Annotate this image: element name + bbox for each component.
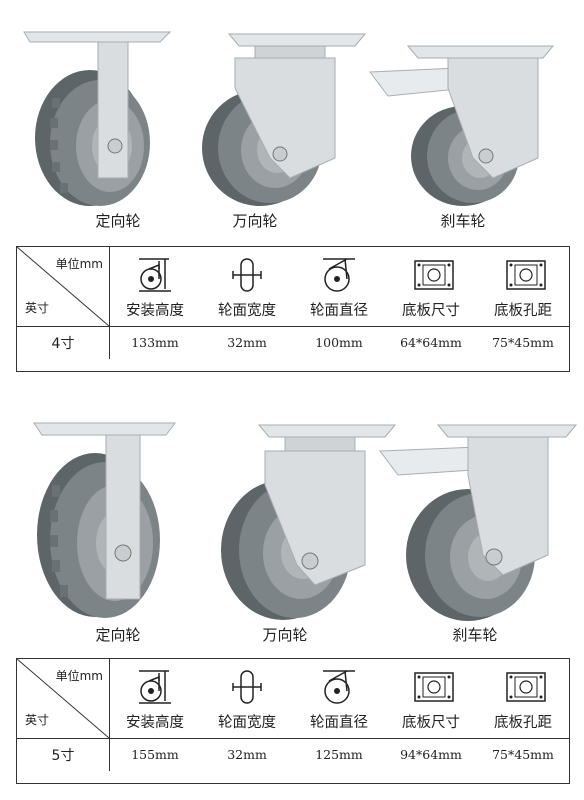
- wheel-diameter-icon: [323, 258, 355, 292]
- unit-label: 单位mm: [55, 257, 103, 271]
- fixed-caster-image: [20, 28, 180, 212]
- wheel-diameter-icon: [323, 670, 355, 704]
- value-hole-spacing: 75*45mm: [492, 747, 554, 762]
- header-label: 轮面直径: [310, 303, 368, 319]
- value-install-height: 133mm: [131, 335, 179, 350]
- header-plate-size: 底板尺寸: [385, 247, 477, 326]
- header-label: 底板孔距: [494, 715, 552, 731]
- caster-label-fixed: 定向轮: [95, 212, 141, 230]
- section-4inch: 定向轮 万向轮 刹车轮: [0, 0, 584, 380]
- section-5inch: 定向轮 万向轮 刹车轮 单位mm: [0, 410, 584, 800]
- wheel-width-icon: [232, 258, 262, 292]
- inch-label: 英寸: [25, 713, 50, 727]
- header-hole-spacing: 底板孔距: [477, 247, 569, 326]
- spec-table-5inch: 单位mm 英寸 安装高度 轮面宽度: [16, 658, 570, 784]
- unit-label: 单位mm: [55, 669, 103, 683]
- value-hole-spacing: 75*45mm: [492, 335, 554, 350]
- spec-header-row: 单位mm 英寸 安装高度 轮面宽度: [17, 247, 569, 327]
- caster-label-brake: 刹车轮: [452, 626, 498, 644]
- header-wheel-width: 轮面宽度: [201, 659, 293, 738]
- spec-value-row: 4寸 133mm 32mm 100mm 64*64mm 75*45mm: [17, 326, 569, 359]
- header-label: 底板尺寸: [402, 303, 460, 319]
- header-wheel-width: 轮面宽度: [201, 247, 293, 326]
- caster-label-swivel: 万向轮: [232, 212, 278, 230]
- caster-label-fixed: 定向轮: [95, 626, 141, 644]
- header-wheel-diameter: 轮面直径: [293, 659, 385, 738]
- value-install-height: 155mm: [131, 747, 179, 762]
- spec-value-row: 5寸 155mm 32mm 125mm 94*64mm 75*45mm: [17, 738, 569, 771]
- header-label: 安装高度: [126, 303, 184, 319]
- plate-size-icon: [414, 260, 454, 290]
- header-label: 安装高度: [126, 715, 184, 731]
- header-label: 轮面直径: [310, 715, 368, 731]
- header-wheel-diameter: 轮面直径: [293, 247, 385, 326]
- header-label: 底板孔距: [494, 303, 552, 319]
- swivel-caster-image: [195, 28, 370, 212]
- install-height-icon: [139, 670, 171, 704]
- spec-header-row: 单位mm 英寸 安装高度 轮面宽度: [17, 659, 569, 739]
- spec-table-4inch: 单位mm 英寸 安装高度 轮面宽度: [16, 246, 570, 372]
- value-plate-size: 94*64mm: [400, 747, 462, 762]
- value-plate-size: 64*64mm: [400, 335, 462, 350]
- header-install-height: 安装高度: [109, 247, 201, 326]
- corner-cell: 单位mm 英寸: [17, 247, 110, 326]
- value-wheel-diameter: 100mm: [315, 335, 363, 350]
- header-label: 底板尺寸: [402, 715, 460, 731]
- header-plate-size: 底板尺寸: [385, 659, 477, 738]
- brake-caster-image: [368, 28, 558, 212]
- hole-spacing-icon: [506, 260, 546, 290]
- corner-cell: 单位mm 英寸: [17, 659, 110, 738]
- size-label: 5寸: [17, 738, 110, 771]
- hole-spacing-icon: [506, 672, 546, 702]
- inch-label: 英寸: [25, 301, 50, 315]
- size-label: 4寸: [17, 326, 110, 359]
- value-wheel-width: 32mm: [227, 335, 267, 350]
- header-label: 轮面宽度: [218, 715, 276, 731]
- value-wheel-diameter: 125mm: [315, 747, 363, 762]
- fixed-caster-image: [30, 415, 190, 629]
- value-wheel-width: 32mm: [227, 747, 267, 762]
- install-height-icon: [139, 258, 171, 292]
- caster-label-brake: 刹车轮: [440, 212, 486, 230]
- swivel-caster-image: [215, 415, 400, 629]
- wheel-width-icon: [232, 670, 262, 704]
- header-label: 轮面宽度: [218, 303, 276, 319]
- header-install-height: 安装高度: [109, 659, 201, 738]
- plate-size-icon: [414, 672, 454, 702]
- brake-caster-image: [378, 415, 578, 629]
- caster-label-swivel: 万向轮: [262, 626, 308, 644]
- header-hole-spacing: 底板孔距: [477, 659, 569, 738]
